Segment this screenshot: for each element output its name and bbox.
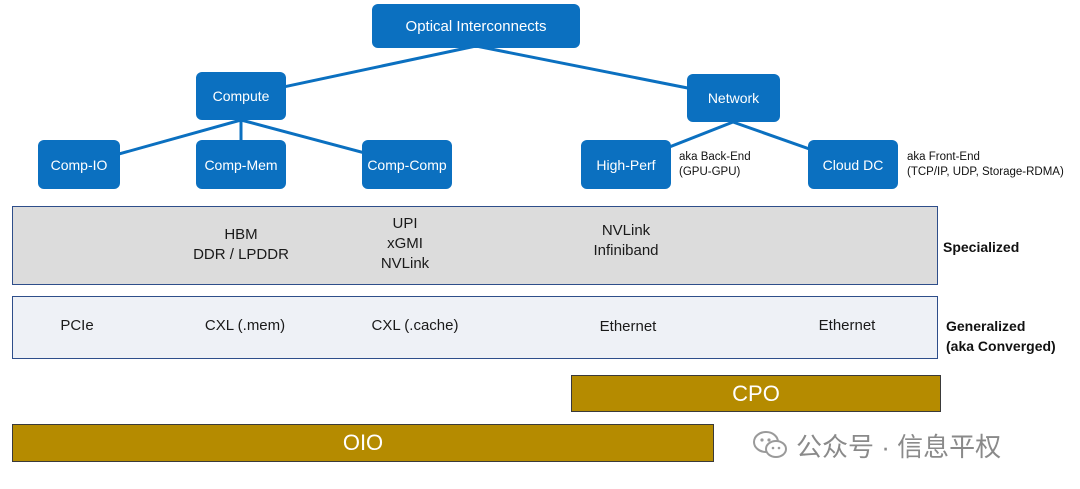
specialized-high-perf: NVLink Infiniband xyxy=(593,221,658,261)
node-comp-io: Comp-IO xyxy=(38,140,120,189)
high-perf-note: aka Back-End (GPU-GPU) xyxy=(679,150,751,180)
specialized-high-perf-line2: Infiniband xyxy=(593,242,659,259)
specialized-comp-mem-line1: HBM xyxy=(224,226,258,243)
node-comp-mem: Comp-Mem xyxy=(196,140,286,189)
node-high-perf: High-Perf xyxy=(581,140,671,189)
cloud-dc-note-line1: aka Front-End xyxy=(907,151,980,163)
specialized-comp-comp-line1: UPI xyxy=(392,215,418,232)
node-compute: Compute xyxy=(196,72,286,120)
node-network: Network xyxy=(687,74,780,122)
cloud-dc-note-line2: (TCP/IP, UDP, Storage-RDMA) xyxy=(907,166,1064,178)
specialized-comp-comp: UPI xGMI NVLink xyxy=(381,214,429,274)
high-perf-note-line2: (GPU-GPU) xyxy=(679,166,741,178)
cloud-dc-note: aka Front-End (TCP/IP, UDP, Storage-RDMA… xyxy=(907,150,1064,180)
node-optical-interconnects: Optical Interconnects xyxy=(372,4,580,48)
oio-label: OIO xyxy=(342,430,384,455)
node-comp-comp: Comp-Comp xyxy=(362,140,452,189)
generalized-comp-mem: CXL (.mem) xyxy=(204,317,286,334)
generalized-label-line2: (aka Converged) xyxy=(946,338,1056,354)
generalized-label-line1: Generalized xyxy=(946,318,1026,334)
cpo-label: CPO xyxy=(732,380,780,406)
specialized-comp-mem-line2: DDR / LPDDR xyxy=(193,246,289,263)
oio-bar: OIO xyxy=(12,424,714,462)
cpo-bar: CPO xyxy=(571,375,941,412)
generalized-high-perf: Ethernet xyxy=(599,318,657,335)
watermark-text: 公众号 · 信息平权 xyxy=(796,431,1002,462)
node-cloud-dc: Cloud DC xyxy=(808,140,898,189)
specialized-comp-mem: HBM DDR / LPDDR xyxy=(193,225,289,265)
generalized-label: Generalized (aka Converged) xyxy=(946,316,1056,356)
specialized-comp-comp-line3: NVLink xyxy=(380,255,430,272)
watermark: 公众号 · 信息平权 xyxy=(752,425,1001,465)
generalized-band xyxy=(12,296,938,359)
generalized-comp-io: PCIe xyxy=(60,317,94,334)
wechat-icon xyxy=(753,431,787,458)
specialized-comp-comp-line2: xGMI xyxy=(387,235,423,252)
generalized-comp-comp: CXL (.cache) xyxy=(371,317,459,334)
high-perf-note-line1: aka Back-End xyxy=(679,151,751,163)
specialized-label: Specialized xyxy=(943,239,1020,255)
generalized-cloud-dc: Ethernet xyxy=(818,317,876,334)
specialized-high-perf-line1: NVLink xyxy=(601,222,651,239)
specialized-band xyxy=(12,206,938,285)
